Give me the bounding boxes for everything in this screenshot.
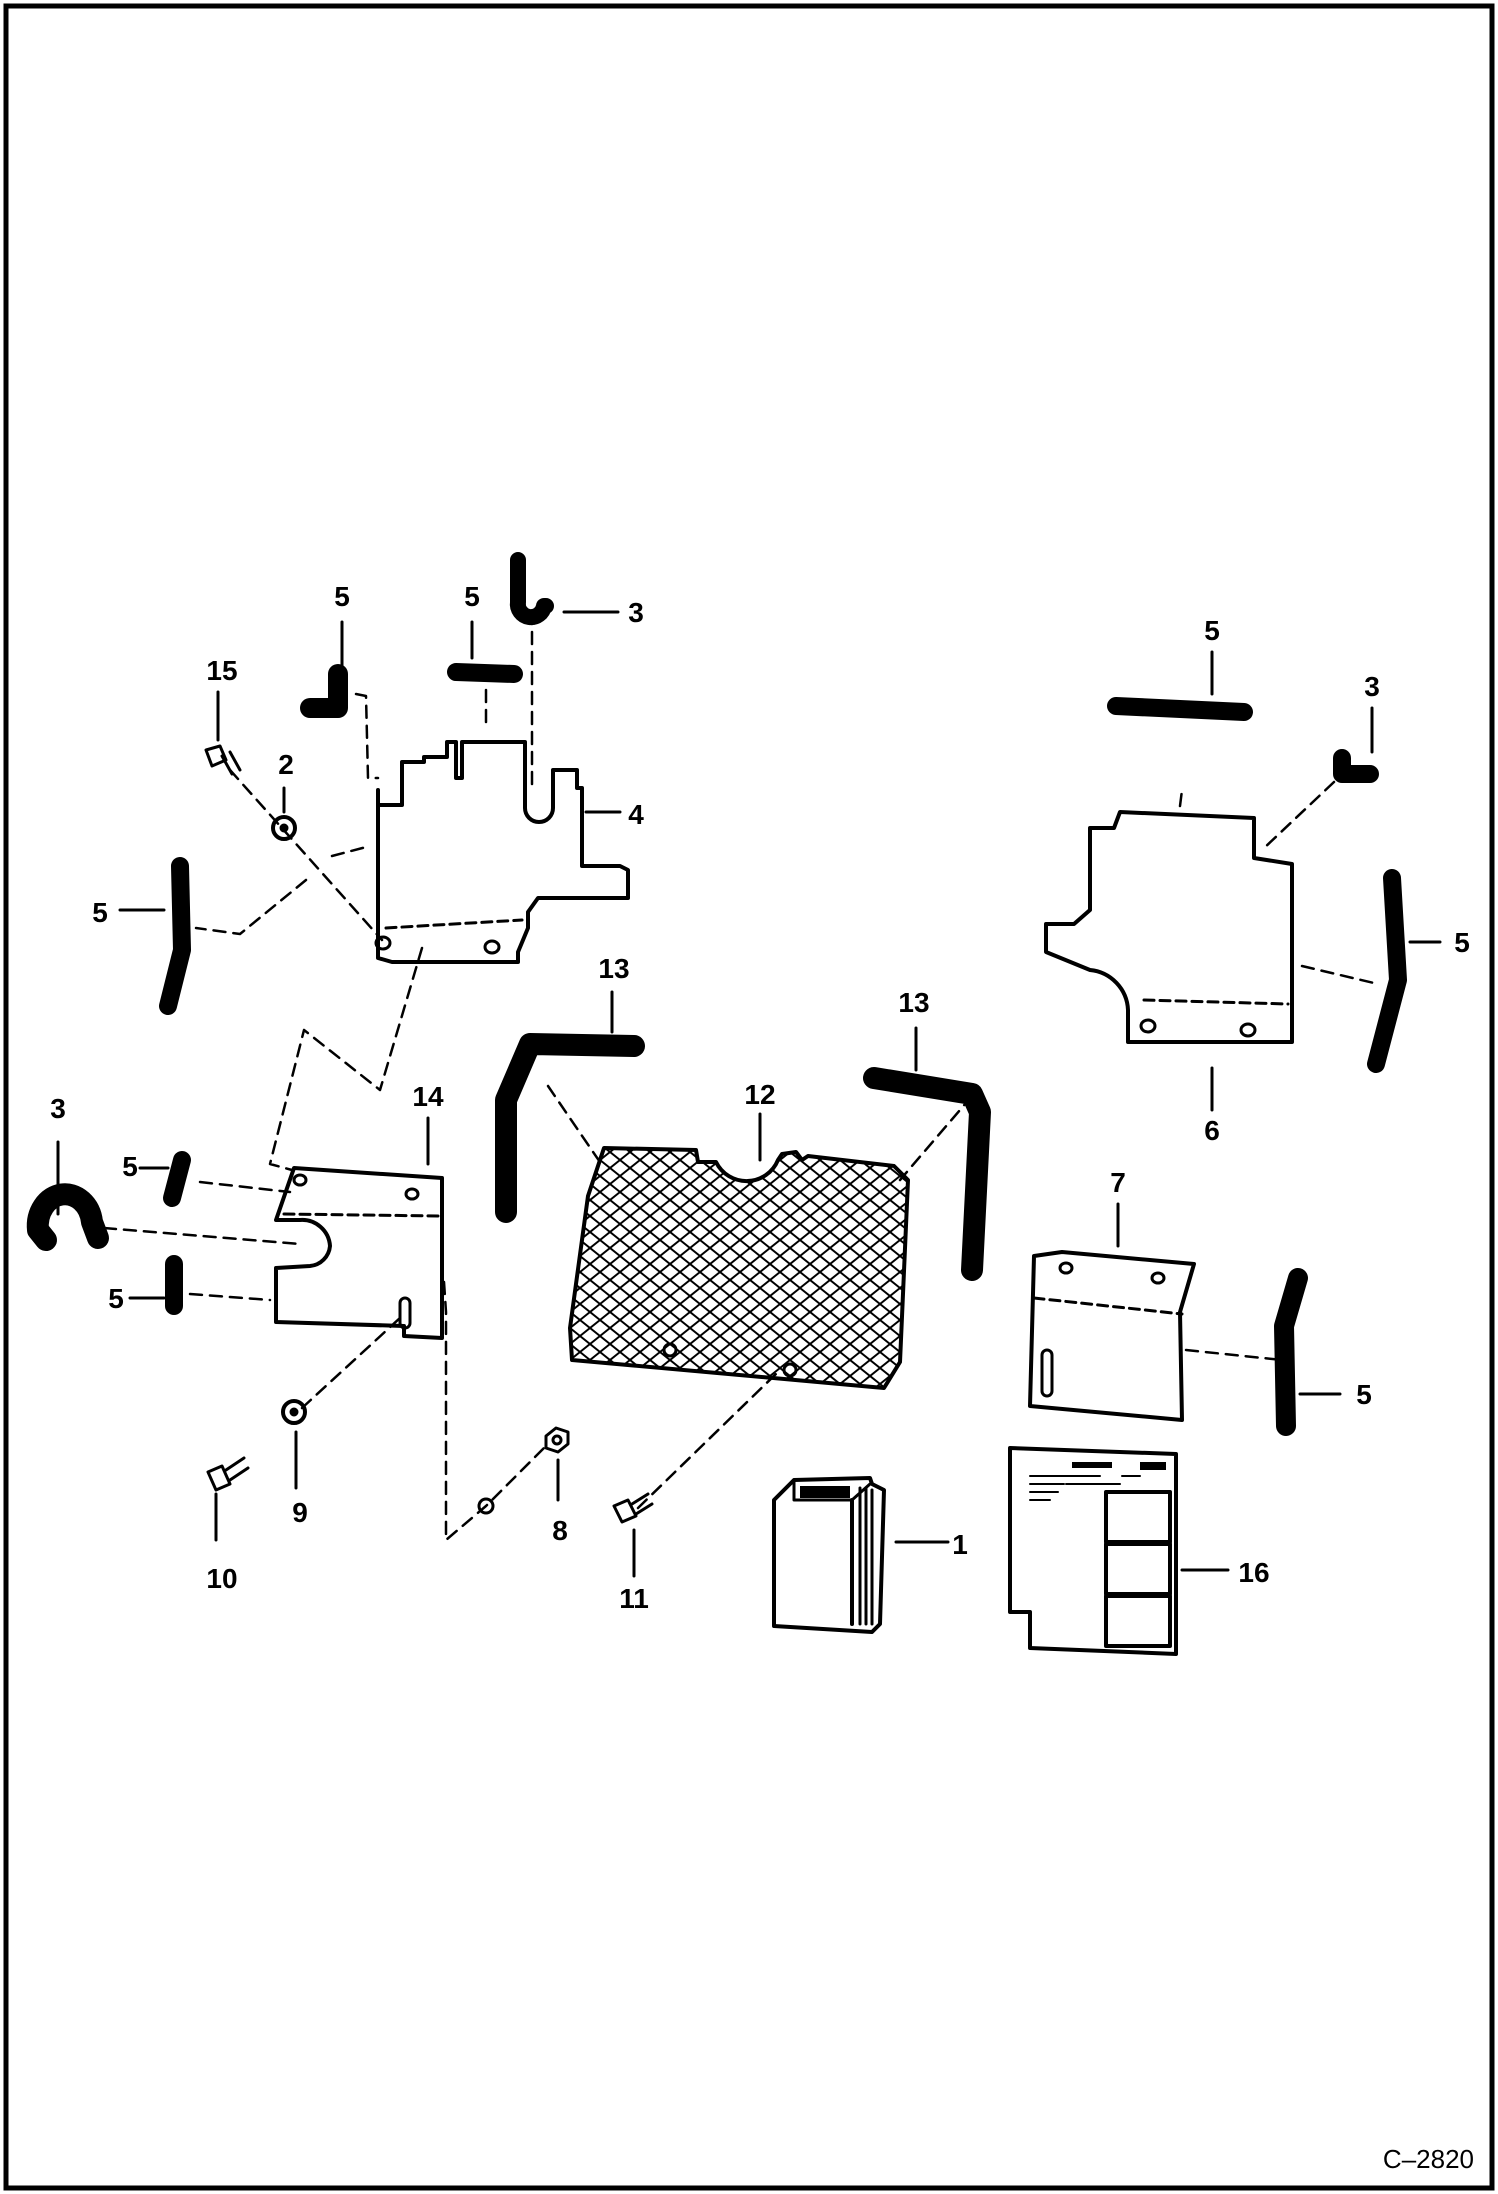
callout-12: 12 xyxy=(744,1079,775,1110)
box-part-1 xyxy=(772,1476,886,1634)
callout-13: 13 xyxy=(898,987,929,1018)
instruction-sheet-part-16 xyxy=(1008,1446,1178,1656)
callout-5: 5 xyxy=(1356,1379,1372,1410)
callout-14: 14 xyxy=(412,1081,444,1112)
plate-part-4 xyxy=(374,740,630,964)
callout-5: 5 xyxy=(1454,927,1470,958)
page-border xyxy=(3,3,1495,2191)
callout-15: 15 xyxy=(206,655,237,686)
callout-6: 6 xyxy=(1204,1115,1220,1146)
callout-11: 11 xyxy=(619,1583,649,1614)
callout-3: 3 xyxy=(628,597,644,628)
callout-9: 9 xyxy=(292,1497,308,1528)
callout-7: 7 xyxy=(1110,1167,1126,1198)
assembly-lines xyxy=(102,610,1380,1542)
callout-labels: 5 5 3 15 2 4 5 13 13 5 3 5 6 12 14 3 5 7… xyxy=(50,581,1470,1614)
hardware xyxy=(204,744,654,1524)
hoses xyxy=(26,552,1407,1436)
callout-16: 16 xyxy=(1238,1557,1269,1588)
callout-5: 5 xyxy=(334,581,350,612)
callout-8: 8 xyxy=(552,1515,568,1546)
net-part-12 xyxy=(568,1146,910,1390)
callout-2: 2 xyxy=(278,749,294,780)
callout-3: 3 xyxy=(50,1093,66,1124)
callout-13: 13 xyxy=(598,953,629,984)
callout-10: 10 xyxy=(206,1563,237,1594)
callout-4: 4 xyxy=(628,799,644,830)
plate-part-7 xyxy=(1028,1250,1196,1422)
callout-3: 3 xyxy=(1364,671,1380,702)
callout-5: 5 xyxy=(108,1283,124,1314)
figure-code: C–2820 xyxy=(1383,2144,1474,2174)
callout-5: 5 xyxy=(1204,615,1220,646)
callout-5: 5 xyxy=(464,581,480,612)
plate-part-6 xyxy=(1044,810,1294,1044)
callout-5: 5 xyxy=(122,1151,138,1182)
leader-lines xyxy=(56,610,1442,1578)
callout-1: 1 xyxy=(952,1529,968,1560)
callout-5: 5 xyxy=(92,897,108,928)
bracket-part-14 xyxy=(274,1166,444,1340)
